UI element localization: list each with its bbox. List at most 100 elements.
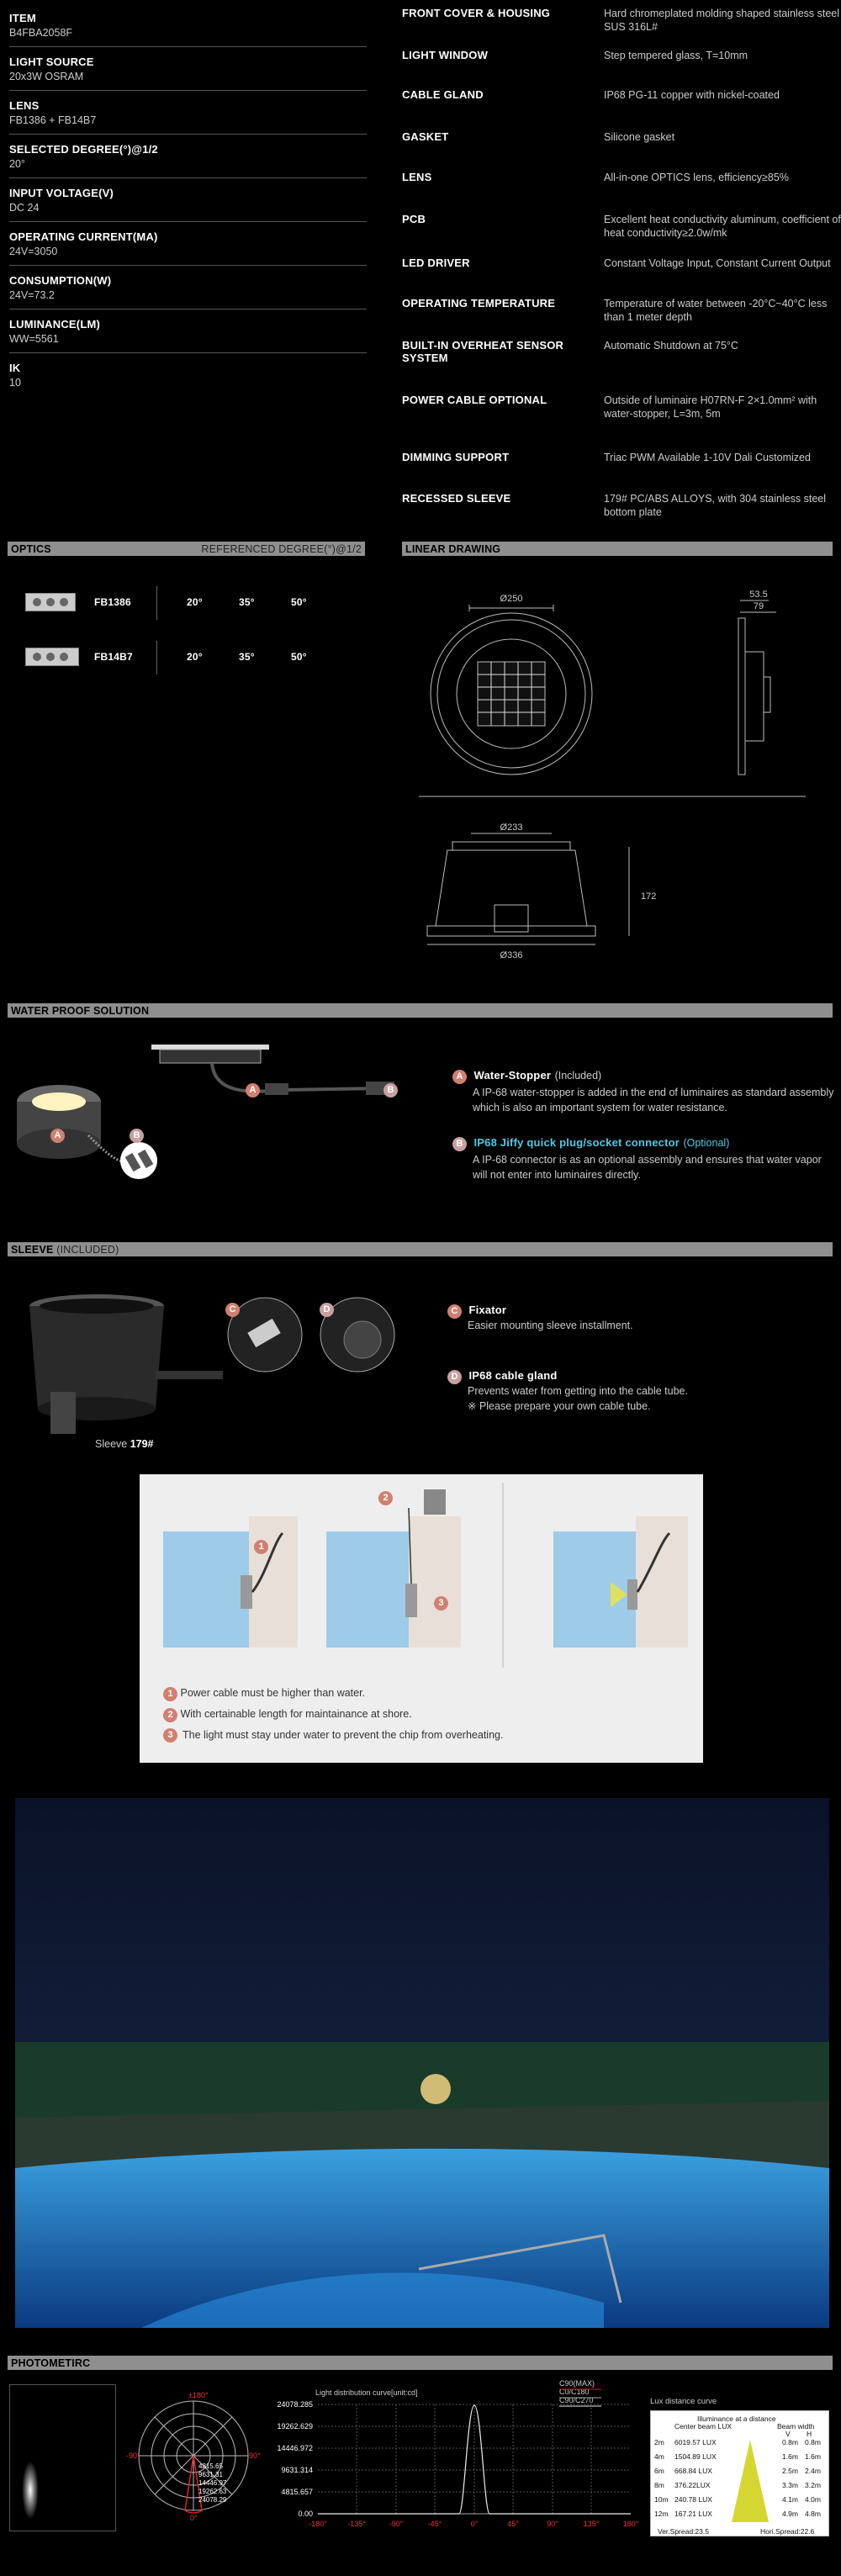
sleeve-caption: Sleeve 179# bbox=[95, 1437, 154, 1452]
spec-label: POWER CABLE OPTIONAL bbox=[402, 394, 547, 406]
marker-a-cable: A bbox=[246, 1083, 260, 1098]
spec-label: ITEM bbox=[9, 12, 36, 24]
legend-c90max: C90(MAX) bbox=[559, 2380, 595, 2388]
spec-label: LENS bbox=[9, 99, 40, 112]
spec-value: Automatic Shutdown at 75°C bbox=[604, 340, 738, 352]
spec-label: OPERATING CURRENT(MA) bbox=[9, 230, 158, 243]
pool-photo bbox=[15, 1798, 829, 2328]
spec-label: LIGHT WINDOW bbox=[402, 49, 489, 61]
install-marker-1: 1 bbox=[254, 1540, 268, 1554]
spec-row: CONSUMPTION(W) 24V=73.2 bbox=[9, 266, 367, 309]
install-note-marker: 3 bbox=[163, 1728, 177, 1743]
lux-col-center: Center beam LUX bbox=[674, 2422, 733, 2431]
spec-label: SELECTED DEGREE(°)@1/2 bbox=[9, 143, 158, 156]
curve-y-tick: 14446.972 bbox=[277, 2444, 313, 2452]
beam-glow bbox=[22, 2461, 39, 2520]
optics-lens-name: FB14B7 bbox=[94, 651, 133, 663]
spec-value: 179# PC/ABS ALLOYS, with 304 stainless s… bbox=[604, 493, 827, 519]
curve-x-tick: 180° bbox=[623, 2520, 639, 2528]
lux-distance-table: Illuminance at a distance Center beam LU… bbox=[650, 2410, 829, 2536]
lux-col-v: V bbox=[785, 2430, 791, 2438]
spec-value: 24V=73.2 bbox=[9, 289, 55, 301]
curve-x-tick: 135° bbox=[584, 2520, 600, 2528]
optics-row-fb1386: FB1386 20° 35° 50° bbox=[25, 586, 353, 620]
lux-col-h: H bbox=[807, 2430, 812, 2438]
curve-title: Light distribution curve[unit:cd] bbox=[315, 2388, 418, 2397]
water-proof-title: WATER PROOF SOLUTION bbox=[11, 1005, 150, 1017]
lux-beam-v: 4.1m bbox=[782, 2495, 798, 2504]
sleeve-caption-prefix: Sleeve bbox=[95, 1438, 130, 1450]
connector-suffix: (Optional) bbox=[683, 1137, 730, 1149]
marker-b-label: B bbox=[452, 1137, 467, 1151]
connector-title: IP68 Jiffy quick plug/socket connector bbox=[473, 1136, 680, 1149]
lux-title: Lux distance curve bbox=[650, 2397, 717, 2406]
dim-172: 172 bbox=[641, 891, 656, 902]
lux-beam-v: 1.6m bbox=[782, 2452, 798, 2461]
spec-label: DIMMING SUPPORT bbox=[402, 451, 510, 463]
curve-x-tick: -90° bbox=[389, 2520, 404, 2528]
dim-53-5: 53.5 bbox=[749, 590, 767, 600]
spec-value: Excellent heat conductivity aluminum, co… bbox=[604, 214, 841, 240]
lux-beam-h: 4.0m bbox=[805, 2495, 821, 2504]
polar-ring-value: 19262.63 bbox=[198, 2488, 227, 2495]
marker-b: B bbox=[130, 1129, 144, 1143]
light-distribution-curve: Light distribution curve[unit:cd] C90(MA… bbox=[277, 2380, 639, 2528]
dim-250: Ø250 bbox=[500, 594, 523, 604]
lux-beam-h: 3.2m bbox=[805, 2481, 821, 2489]
cable-gland-desc: D IP68 cable gland Prevents water from g… bbox=[447, 1368, 830, 1414]
scene-1 bbox=[163, 1516, 298, 1648]
connector-text: A IP-68 connector is as an optional asse… bbox=[473, 1154, 822, 1181]
optics-row-fb14b7: FB14B7 20° 35° 50° bbox=[25, 641, 353, 674]
water-proof-illustration bbox=[17, 1045, 394, 1179]
install-note-1: 1 Power cable must be higher than water. bbox=[163, 1686, 516, 1701]
sleeve-suffix: (INCLUDED) bbox=[56, 1244, 119, 1256]
curve-x-tick: -180° bbox=[309, 2520, 327, 2528]
optics-degree: 50° bbox=[291, 651, 307, 663]
cable-gland-title: IP68 cable gland bbox=[468, 1369, 558, 1382]
lux-beam-h: 0.8m bbox=[805, 2438, 821, 2446]
lux-distance: 12m bbox=[654, 2510, 669, 2518]
install-note-text: Power cable must be higher than water. bbox=[180, 1687, 366, 1699]
polar-ring-value: 9631.31 bbox=[198, 2471, 223, 2478]
curve-x-tick: 45° bbox=[507, 2520, 519, 2528]
marker-a: A bbox=[50, 1129, 65, 1143]
polar-diagram: ±180° -90° 90° 0° 4815.65 9631.31 14446.… bbox=[126, 2391, 261, 2522]
install-note-2: 2 With certainable length for maintainan… bbox=[163, 1707, 516, 1722]
curve-y-tick: 4815.657 bbox=[281, 2488, 313, 2496]
spec-row: LUMINANCE(LM)WW=5561 bbox=[9, 309, 367, 353]
installation-diagrams bbox=[163, 1483, 688, 1668]
optics-degree: 20° bbox=[187, 596, 203, 608]
beam-thumbnail bbox=[9, 2384, 116, 2531]
cable-gland-note: ※ Please prepare your own cable tube. bbox=[468, 1399, 651, 1412]
spec-label: LENS bbox=[402, 171, 432, 183]
polar-right-label: 90° bbox=[249, 2452, 261, 2460]
photometric-title: PHOTOMETIRC bbox=[11, 2357, 91, 2369]
lux-beam-v: 0.8m bbox=[782, 2438, 798, 2446]
polar-ring-value: 4815.65 bbox=[198, 2462, 223, 2470]
spec-label: CONSUMPTION(W) bbox=[9, 274, 112, 287]
install-notes: 1 Power cable must be higher than water.… bbox=[163, 1686, 516, 1743]
water-stopper-desc: A Water-Stopper (Included) A IP-68 water… bbox=[452, 1068, 835, 1115]
lux-beam-v: 4.9m bbox=[782, 2510, 798, 2518]
linear-drawing-header: LINEAR DRAWING bbox=[402, 542, 833, 556]
lux-beam-h: 1.6m bbox=[805, 2452, 821, 2461]
lux-beam-v: 3.3m bbox=[782, 2481, 798, 2489]
lens-fb1386-image bbox=[25, 593, 76, 611]
install-note-marker: 2 bbox=[163, 1708, 177, 1722]
curve-x-tick: -45° bbox=[428, 2520, 442, 2528]
spec-value: WW=5561 bbox=[9, 333, 59, 345]
lux-distance: 6m bbox=[654, 2467, 664, 2475]
legend-c0c180: C0/C180 bbox=[559, 2388, 590, 2396]
spec-row: OPERATING CURRENT(MA)24V=3050 bbox=[9, 222, 367, 266]
spec-label: BUILT-IN OVERHEAT SENSOR SYSTEM bbox=[402, 339, 564, 364]
polar-left-label: -90° bbox=[126, 2452, 140, 2460]
lux-value: 376.22LUX bbox=[674, 2481, 711, 2489]
spec-label: IK bbox=[9, 362, 21, 374]
lens-fb14b7-image bbox=[25, 648, 79, 666]
marker-c: C bbox=[225, 1303, 240, 1317]
lux-beam-v: 2.5m bbox=[782, 2467, 798, 2475]
